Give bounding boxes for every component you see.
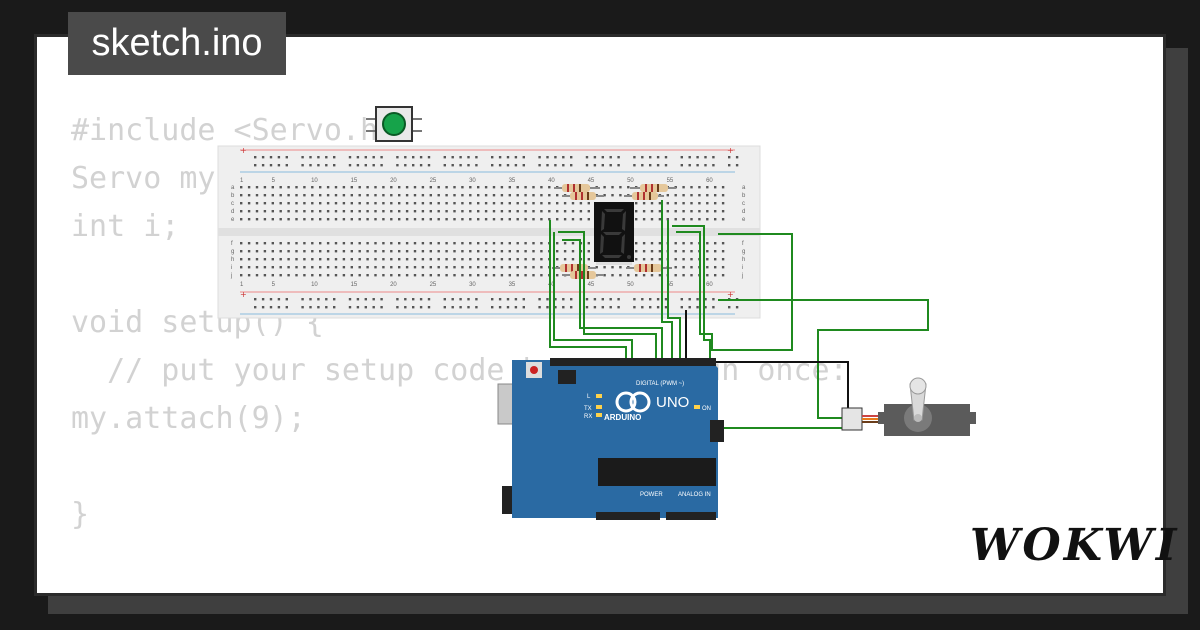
resistor-4[interactable] — [624, 192, 664, 200]
row-letter: g — [231, 249, 234, 255]
column-number: 60 — [706, 178, 713, 184]
column-number: 40 — [548, 282, 555, 288]
power-label: POWER — [640, 492, 663, 498]
code-line: } — [71, 497, 90, 532]
row-letter: j — [741, 273, 743, 279]
code-line: int i; — [71, 209, 180, 244]
power-header — [596, 512, 660, 520]
row-letter: c — [231, 201, 234, 207]
seven-segment-display[interactable] — [594, 202, 634, 265]
resistor-2[interactable] — [562, 192, 604, 200]
arduino-uno[interactable]: ARDUINO UNO DIGITAL (PWM ~) POWER ANALOG… — [497, 358, 724, 520]
column-number: 5 — [272, 178, 276, 184]
resistor-3[interactable] — [630, 184, 676, 192]
arduino-model-label: UNO — [656, 394, 689, 411]
column-number: 55 — [667, 282, 674, 288]
breadboard-holes — [240, 156, 739, 309]
row-letter: d — [742, 209, 745, 215]
resistor-7[interactable] — [626, 264, 672, 272]
column-number: 50 — [627, 178, 634, 184]
row-letter: b — [742, 193, 746, 199]
column-number: 10 — [311, 282, 318, 288]
rail-plus-label: + — [727, 146, 734, 155]
analog-header — [666, 512, 716, 520]
column-number: 30 — [469, 178, 476, 184]
tx-label: TX — [584, 406, 592, 412]
row-letter: j — [230, 273, 232, 279]
column-number: 1 — [240, 282, 244, 288]
column-number: 55 — [667, 178, 674, 184]
row-letter: g — [742, 249, 745, 255]
code-line: Servo my; — [71, 161, 234, 196]
servo-motor[interactable] — [841, 377, 976, 436]
wire-black — [685, 310, 849, 408]
column-number: 20 — [390, 178, 397, 184]
row-letter: a — [742, 185, 746, 191]
column-number: 25 — [430, 282, 437, 288]
column-number: 1 — [240, 178, 244, 184]
row-letter: c — [742, 201, 745, 207]
row-letter: f — [742, 241, 744, 247]
column-number: 5 — [272, 282, 276, 288]
analog-label: ANALOG IN — [678, 492, 711, 498]
row-letter: e — [231, 217, 235, 223]
column-number: 10 — [311, 178, 318, 184]
column-number: 20 — [390, 282, 397, 288]
column-number: 60 — [706, 282, 713, 288]
resistor-1[interactable] — [554, 184, 600, 192]
digital-header — [550, 358, 716, 366]
rail-plus-label: + — [727, 290, 734, 299]
row-letter: a — [231, 185, 235, 191]
wokwi-logo: WOKWI — [970, 520, 1180, 571]
column-number: 45 — [588, 178, 595, 184]
digital-label: DIGITAL (PWM ~) — [636, 381, 684, 387]
rail-plus-label: + — [240, 146, 247, 155]
row-letter: h — [231, 257, 234, 263]
on-label: ON — [702, 406, 711, 412]
column-number: 25 — [430, 178, 437, 184]
arduino-logo-icon — [615, 391, 637, 413]
arduino-brand-label: ARDUINO — [604, 413, 641, 422]
row-letter: e — [742, 217, 746, 223]
row-letter: f — [231, 241, 233, 247]
column-number: 45 — [588, 282, 595, 288]
file-tab[interactable]: sketch.ino — [68, 12, 286, 75]
pushbutton[interactable] — [366, 106, 422, 142]
row-letter: b — [231, 193, 235, 199]
rail-plus-label: + — [240, 290, 247, 299]
column-number: 15 — [351, 178, 358, 184]
column-number: 30 — [469, 282, 476, 288]
code-line: my.attach(9); — [71, 401, 306, 436]
segment-digit — [600, 209, 631, 259]
rx-label: RX — [584, 414, 592, 420]
row-letter: i — [742, 265, 743, 271]
column-number: 35 — [509, 178, 516, 184]
row-letter: h — [742, 257, 745, 263]
column-number: 40 — [548, 178, 555, 184]
column-number: 35 — [509, 282, 516, 288]
row-letter: d — [231, 209, 234, 215]
column-number: 15 — [351, 282, 358, 288]
column-number: 50 — [627, 282, 634, 288]
microcontroller-chip — [598, 458, 716, 486]
l-label: L — [587, 394, 591, 400]
row-letter: i — [231, 265, 232, 271]
